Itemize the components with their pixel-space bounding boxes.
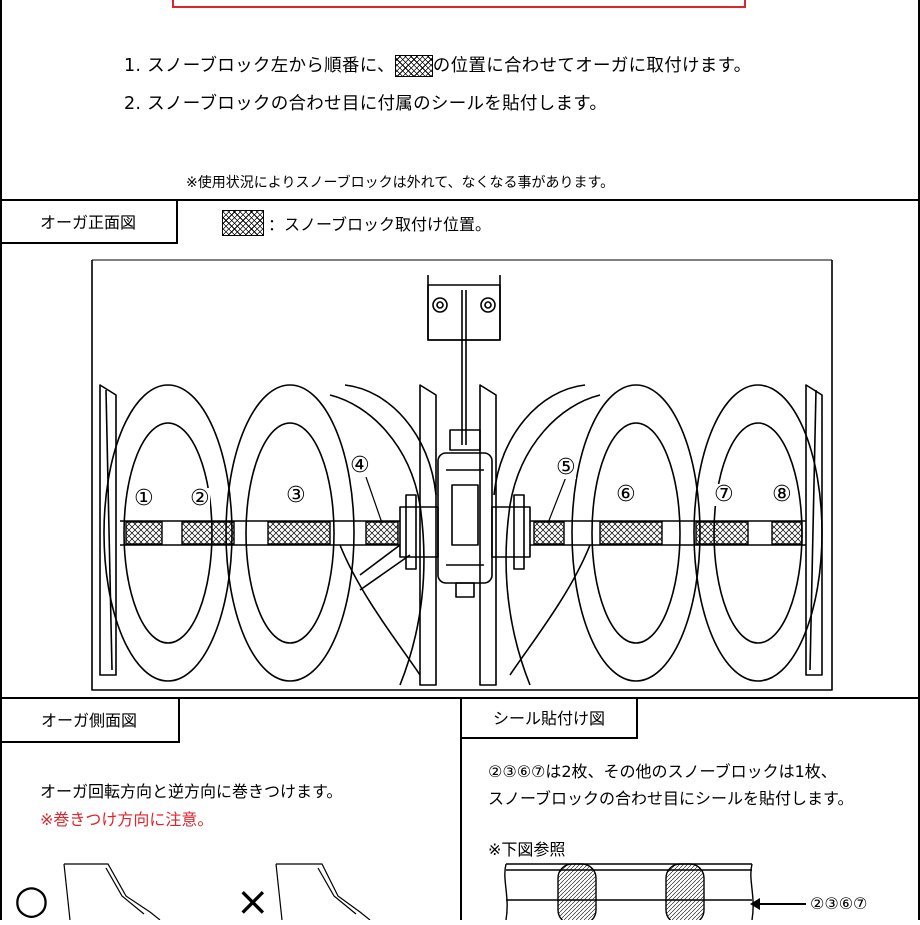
side-view-line1: オーガ回転方向と逆方向に巻きつけます。 — [40, 782, 343, 801]
block-number-2: ② — [190, 486, 210, 511]
block-number-8: ⑧ — [772, 482, 792, 507]
instruction-step1: 1. スノーブロック左から順番に、 の位置に合わせてオーガに取付けます。 — [124, 52, 751, 77]
snow-block-6 — [599, 521, 663, 545]
ng-mark-icon: × — [236, 879, 270, 925]
front-view-tab: オーガ正面図 — [0, 199, 178, 244]
block-number-1: ① — [134, 486, 154, 511]
legend-text: ：スノーブロック取付け位置。 — [268, 215, 492, 234]
seal-callout-text: ②③⑥⑦ — [810, 894, 868, 913]
caution-note: ※使用状況によりスノーブロックは外れて、なくなる事があります。 — [186, 175, 615, 191]
hatch-swatch-icon — [394, 55, 433, 77]
seal-view-tab: シール貼付け図 — [462, 697, 638, 739]
side-view-line2: ※巻きつけ方向に注意。 — [40, 810, 214, 829]
seal-drawing — [504, 863, 754, 920]
seal-view-line1: ②③⑥⑦は2枚、その他のスノーブロックは1枚、 — [488, 762, 837, 781]
seal-callout: ②③⑥⑦ — [750, 894, 868, 913]
front-view-legend: ：スノーブロック取付け位置。 — [222, 210, 491, 236]
frame-right — [918, 0, 920, 920]
step1-suffix: の位置に合わせてオーガに取付けます。 — [432, 56, 752, 76]
snow-block-8 — [771, 521, 803, 545]
side-view-drawing — [63, 863, 371, 920]
top-red-box — [172, 0, 746, 8]
seal-view-line2: スノーブロックの合わせ目にシールを貼付します。 — [488, 789, 854, 808]
frame-left — [0, 0, 2, 920]
snow-block-5 — [533, 521, 565, 545]
front-view-title: オーガ正面図 — [39, 212, 136, 232]
ok-mark-icon: ○ — [14, 877, 49, 923]
snow-block-1 — [125, 521, 163, 545]
section-divider-top — [0, 199, 920, 201]
section-divider-vertical — [460, 697, 462, 920]
block-number-5: ⑤ — [556, 455, 576, 480]
hatch-legend-icon — [222, 210, 264, 236]
side-view-title: オーガ側面図 — [40, 711, 137, 730]
block-number-4: ④ — [350, 453, 370, 478]
instruction-step2: 2. スノーブロックの合わせ目に付属のシールを貼付します。 — [124, 94, 608, 114]
seal-view-title: シール貼付け図 — [492, 709, 605, 728]
snow-block-4 — [365, 521, 399, 545]
snow-block-3 — [267, 521, 331, 545]
callout-arrow-icon — [750, 897, 806, 910]
seal-view-ref: ※下図参照 — [488, 840, 566, 859]
block-number-3: ③ — [286, 483, 306, 508]
auger-front-drawing — [91, 259, 833, 691]
snow-block-2 — [181, 521, 235, 545]
step1-prefix: 1. スノーブロック左から順番に、 — [124, 56, 395, 76]
side-view-tab: オーガ側面図 — [0, 697, 180, 743]
snow-block-7 — [695, 521, 749, 545]
block-number-6: ⑥ — [616, 482, 636, 507]
block-number-7: ⑦ — [714, 482, 734, 507]
